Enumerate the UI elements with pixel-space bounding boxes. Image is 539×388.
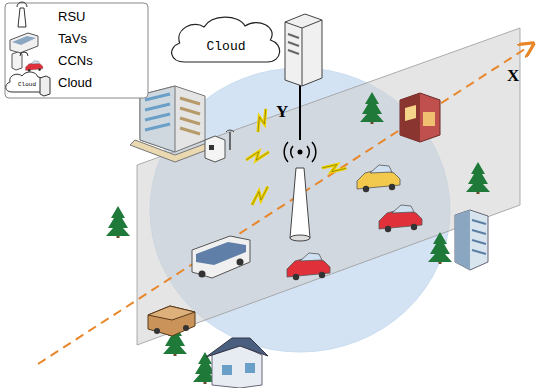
tower-building-part <box>455 210 470 270</box>
wireless-links-part <box>245 150 270 162</box>
office-building-part <box>140 86 205 152</box>
trees-part <box>360 92 384 124</box>
van <box>148 306 195 336</box>
bus-part <box>196 242 246 265</box>
legend-cloud-icon-part <box>6 72 44 92</box>
red-car <box>287 253 330 280</box>
wireless-links-part <box>248 185 272 207</box>
axis-label: X <box>507 67 519 84</box>
cloud-server-part <box>285 14 322 86</box>
tower-building <box>455 210 488 270</box>
tower-building-part <box>455 210 488 270</box>
axis-label: Y <box>276 103 288 120</box>
red-car <box>379 205 422 232</box>
ccn-box-part <box>229 132 231 150</box>
ccn-box-part <box>209 145 214 150</box>
legend-rsu-icon-part <box>17 2 27 7</box>
ccn-box-part <box>226 130 234 132</box>
legend-box <box>5 2 148 98</box>
cloud-node: Cloud <box>165 12 287 72</box>
bus-part <box>237 259 244 266</box>
tower-building-part <box>472 220 486 254</box>
legend-ccn-icon <box>12 52 43 72</box>
ccn-box-part <box>205 136 225 162</box>
cloud-server-part <box>288 34 299 54</box>
legend-ccn-icon-part <box>26 61 43 72</box>
legend-text: TaVs <box>58 32 87 45</box>
ccn-box <box>205 130 234 162</box>
legend-tav-icon-part <box>10 33 38 53</box>
office-building-part <box>180 98 200 134</box>
rsu-tower-part <box>290 235 310 241</box>
legend-ccn-icon-part <box>20 52 28 56</box>
legend-text: Cloud <box>58 76 92 89</box>
trees-part <box>428 232 452 264</box>
trees-part <box>466 162 490 194</box>
van-part <box>154 328 160 334</box>
house-part <box>206 338 268 357</box>
legend-icon-label: Cloud <box>18 82 36 88</box>
rsu-tower-part <box>298 150 303 155</box>
rsu-tower <box>284 142 316 241</box>
legend-cloud-icon <box>6 72 50 96</box>
legend-cloud-icon-part <box>40 76 50 96</box>
van-part <box>148 306 195 336</box>
legend-tav-icon-part <box>12 36 36 45</box>
cloud-server <box>285 14 322 86</box>
bus-part <box>199 271 206 278</box>
legend-text: RSU <box>58 10 85 23</box>
cloud-outline <box>172 17 280 62</box>
legend-box-part <box>5 3 148 98</box>
house-part <box>245 363 255 373</box>
legend-text: CCNs <box>58 54 93 67</box>
office-building-part <box>145 94 170 130</box>
wireless-links-part <box>322 162 347 174</box>
shop-building-part <box>400 93 420 142</box>
legend-rsu-icon-part <box>18 8 26 27</box>
yellow-car <box>357 165 400 192</box>
legend-tav-icon <box>10 33 38 53</box>
bus-part <box>192 236 250 278</box>
house <box>206 338 268 388</box>
cloud-server-part <box>285 20 322 86</box>
rsu-tower-part <box>291 146 310 158</box>
shop-building-part <box>405 105 416 121</box>
house-part <box>222 365 232 375</box>
legend-rsu-icon <box>17 2 27 27</box>
van-part <box>148 306 195 320</box>
van-part <box>183 325 189 331</box>
cloud-label: Cloud <box>206 39 245 54</box>
rsu-tower-part <box>290 168 310 238</box>
road-plane <box>137 28 520 345</box>
shop-building-part <box>400 93 440 142</box>
trees-part <box>106 206 130 238</box>
wireless-links-part <box>253 108 271 133</box>
shop-building-part <box>423 112 435 126</box>
rsu-tower-part <box>284 142 316 162</box>
wireless-links <box>245 108 347 207</box>
bus <box>192 236 250 278</box>
shop-building <box>400 93 440 142</box>
